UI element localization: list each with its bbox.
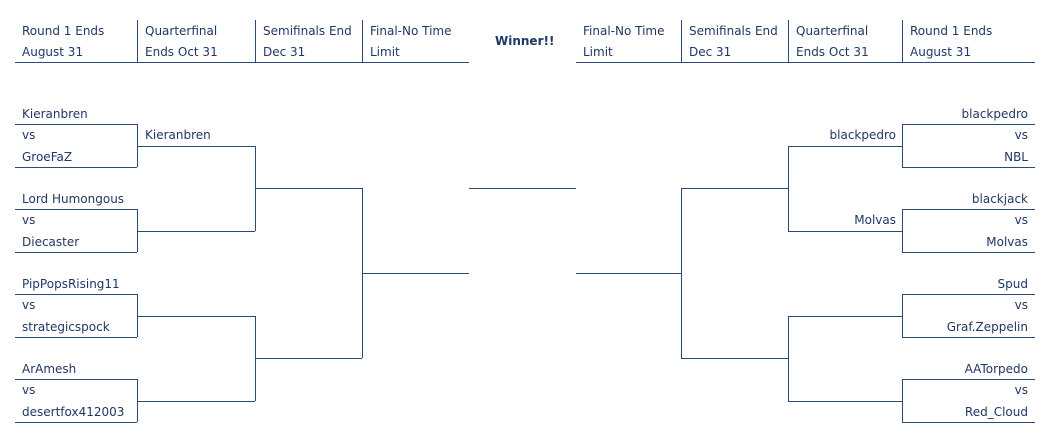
bracket-line xyxy=(137,294,138,337)
bracket-line xyxy=(137,231,255,232)
left-match2-player-bottom: Diecaster xyxy=(22,235,80,249)
right-match3-player-top: Spud xyxy=(997,277,1028,291)
bracket-line xyxy=(902,209,1035,210)
bracket-line xyxy=(902,124,1035,125)
bracket-line xyxy=(15,294,137,295)
bracket-line xyxy=(902,337,1035,338)
header-divider xyxy=(362,20,363,62)
bracket-line xyxy=(902,379,903,422)
header-divider xyxy=(255,20,256,62)
header-underline-left xyxy=(15,62,469,63)
header-divider xyxy=(137,20,138,62)
left-qf1-winner: Kieranbren xyxy=(145,128,211,142)
bracket-line xyxy=(137,124,138,167)
bracket-line xyxy=(788,316,789,401)
right-match3-player-bottom: Graf.Zeppelin xyxy=(946,320,1028,334)
left-match2-player-top: Lord Humongous xyxy=(22,192,125,206)
winner-line xyxy=(469,188,576,189)
bracket-line xyxy=(15,379,137,380)
left-match3-vs: vs xyxy=(22,298,36,312)
bracket-line xyxy=(137,379,138,422)
left-match4-vs: vs xyxy=(22,383,36,397)
bracket-line xyxy=(576,273,681,274)
winner-label: Winner!! xyxy=(495,34,555,48)
left-match3-player-bottom: strategicspock xyxy=(22,320,110,334)
header-divider xyxy=(902,20,903,62)
bracket-line xyxy=(681,358,788,359)
bracket-line xyxy=(902,167,1035,168)
left-match1-player-bottom: GroeFaZ xyxy=(22,150,73,164)
bracket-line xyxy=(137,316,255,317)
bracket-line xyxy=(15,209,137,210)
bracket-line xyxy=(255,358,362,359)
bracket-line xyxy=(902,294,1035,295)
bracket-line xyxy=(137,401,255,402)
left-match4-player-bottom: desertfox412003 xyxy=(22,405,125,419)
right-qf2-winner: Molvas xyxy=(854,213,896,227)
right-match4-vs: vs xyxy=(1014,383,1028,397)
bracket-line xyxy=(902,252,1035,253)
bracket-line xyxy=(902,124,903,167)
right-match4-player-bottom: Red_Cloud xyxy=(964,405,1028,419)
right-match2-player-top: blackjack xyxy=(971,192,1028,206)
right-qf1-winner: blackpedro xyxy=(829,128,896,142)
right-match1-player-bottom: NBL xyxy=(1004,150,1028,164)
left-match4-player-top: ArAmesh xyxy=(22,362,77,376)
right-match4-player-top: AATorpedo xyxy=(964,362,1028,376)
bracket-line xyxy=(255,188,362,189)
left-match3-player-top: PipPopsRising11 xyxy=(22,277,120,291)
bracket-line xyxy=(15,124,137,125)
header-divider xyxy=(788,20,789,62)
header-underline-right xyxy=(576,62,1035,63)
right-match2-vs: vs xyxy=(1014,213,1028,227)
bracket-line xyxy=(902,422,1035,423)
bracket-line xyxy=(15,167,137,168)
bracket-line xyxy=(15,422,137,423)
bracket-line xyxy=(681,188,788,189)
bracket-line xyxy=(137,146,255,147)
bracket-line xyxy=(15,337,137,338)
bracket-line xyxy=(788,231,902,232)
bracket-line xyxy=(788,316,902,317)
bracket-line xyxy=(788,146,902,147)
bracket-line xyxy=(902,379,1035,380)
left-match1-vs: vs xyxy=(22,128,36,142)
right-match3-vs: vs xyxy=(1014,298,1028,312)
right-match2-player-bottom: Molvas xyxy=(986,235,1028,249)
bracket-line xyxy=(902,209,903,252)
bracket-line xyxy=(902,294,903,337)
bracket-line xyxy=(681,188,682,358)
bracket-line xyxy=(788,401,902,402)
bracket-line xyxy=(362,273,469,274)
right-match1-player-top: blackpedro xyxy=(961,107,1028,121)
right-match1-vs: vs xyxy=(1014,128,1028,142)
left-match1-player-top: Kieranbren xyxy=(22,107,88,121)
header-divider xyxy=(681,20,682,62)
bracket-line xyxy=(788,146,789,231)
left-match2-vs: vs xyxy=(22,213,36,227)
bracket-line xyxy=(15,252,137,253)
bracket-line xyxy=(137,209,138,252)
